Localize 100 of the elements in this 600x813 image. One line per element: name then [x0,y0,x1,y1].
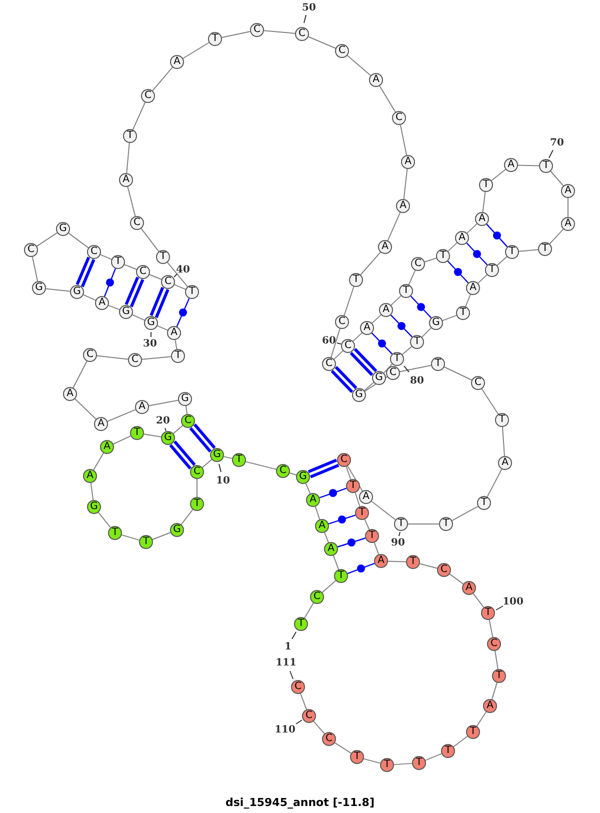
backbone-line [141,356,172,360]
backbone-line [502,426,506,457]
backbone-line [148,400,179,406]
nucleotide-node: T [481,606,495,620]
nucleotide-node: T [156,250,170,264]
backbone-line [245,461,277,470]
nucleotide-node: T [365,529,379,543]
nucleotide-node: C [341,339,355,353]
backbone-line [403,168,408,200]
nucleotide-node: A [466,281,480,295]
backbone-line [352,332,362,342]
nucleotide-node: T [436,249,450,263]
nucleotide-node: A [359,490,373,504]
nucleotide-node: A [135,400,149,414]
backbone-line [127,186,136,217]
backbone-line [174,339,178,350]
backbone-line [354,492,360,507]
nucleotide-node: A [396,199,410,213]
nucleotide-node: A [167,326,181,340]
nucleotide-node: T [431,357,445,371]
backbone-line [305,482,311,494]
backbone-line [476,711,487,727]
backbone-line [112,435,132,445]
nucleotide-node: T [208,32,222,46]
position-number: 80 [410,376,424,386]
backbone-line [424,258,437,262]
base-pair-line [328,514,356,524]
backbone-line [363,758,381,764]
nucleotide-node: T [477,496,491,510]
backbone-line [196,478,198,498]
base-pair-line [176,298,190,327]
base-pair-line [188,423,216,453]
backbone-line [388,560,406,562]
backbone-line [143,434,162,438]
nucleotide-node: G [161,431,175,445]
backbone-line [100,254,112,260]
nucleotide-node: C [291,680,305,694]
base-pair-line [371,332,393,354]
backbone-line [448,242,458,252]
nucleotide-node: C [411,257,425,271]
nucleotide-node: T [394,517,408,531]
nucleotide-node: A [95,296,109,310]
nucleotide-node: A [379,303,393,317]
base-pair-line [410,296,432,318]
nucleotide-node: C [130,216,144,230]
nucleotide-node: C [24,243,38,257]
nucleotide-node: G [170,523,184,537]
nucleotide-node: G [210,448,224,462]
backbone-line [106,409,136,422]
nucleotide-node: T [355,506,369,520]
nucleotide-node: A [504,158,518,172]
nucleotide-node: C [386,366,400,380]
nucleotide-node: C [335,44,349,58]
nucleotide-node: C [392,111,406,125]
nucleotide-node: T [495,413,509,427]
nucleotide-node: T [346,479,360,493]
backbone-line [221,30,251,38]
position-number: 10 [216,476,230,486]
nucleotide-node: A [483,699,497,713]
backbone-line [421,327,432,338]
nucleotide-node: G [429,316,443,330]
nucleotide-node: A [100,440,114,454]
backbone-line [364,382,374,391]
nucleotide-node: C [310,590,324,604]
nucleotide-node: A [94,417,108,431]
backbone-line [518,249,539,252]
backbone-line [156,325,168,331]
backbone-line [32,256,38,282]
nucleotide-node: G [352,388,366,402]
nucleotide-node: G [372,371,386,385]
nucleotide-node: C [87,245,101,259]
backbone-line [313,720,325,734]
backbone-line [442,314,457,322]
backbone-line [482,191,486,213]
backbone-line [374,542,380,555]
backbone-line [174,284,186,290]
backbone-line [408,270,416,286]
backbone-line [72,360,88,388]
nucleotide-node: A [561,184,575,198]
base-pair-line [390,314,413,338]
backbone-line [182,42,210,59]
backbone-line [472,593,484,608]
nucleotide-node: A [315,519,329,533]
nucleotide-node: T [539,159,553,173]
nucleotide-node: T [108,526,122,540]
nucleotide-node: T [412,756,426,770]
backbone-line [108,304,120,310]
backbone-line [308,36,336,49]
backbone-line [223,456,233,459]
nucleotide-node: T [439,517,453,531]
backbone-line [304,602,314,618]
position-number: 110 [274,724,296,736]
backbone-line [121,534,140,541]
nucleotide-node: A [378,240,392,254]
nucleotide-node: A [324,542,338,556]
backbone-line [364,518,370,530]
nucleotide-node: G [56,222,70,236]
nucleotide-node: C [250,23,264,37]
nucleotide-node: T [399,284,413,298]
backbone-line [172,425,184,434]
